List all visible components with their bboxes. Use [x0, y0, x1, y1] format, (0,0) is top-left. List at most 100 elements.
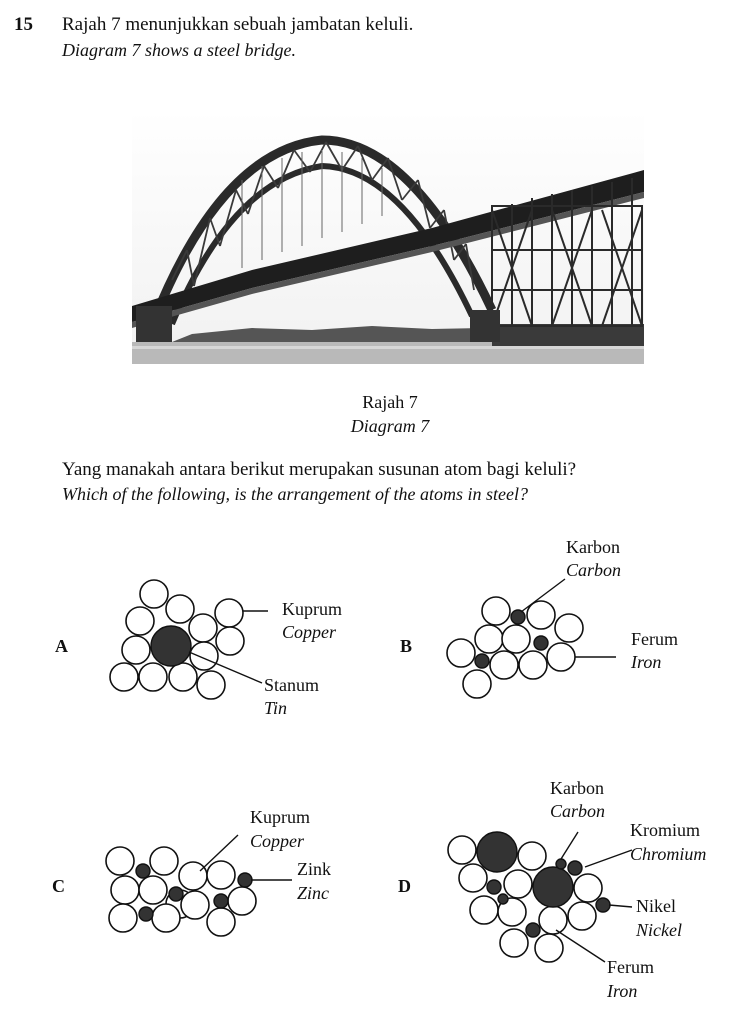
atom-carbon: [497, 893, 509, 905]
label-zink: Zink: [297, 859, 331, 879]
option-d-letter: D: [398, 876, 411, 896]
atom-iron: [446, 638, 476, 668]
label-carbon: Carbon: [566, 560, 622, 580]
atom-zinc: [168, 886, 184, 902]
atom-copper: [178, 861, 208, 891]
atom-nickel: [595, 897, 611, 913]
atom-copper: [121, 635, 151, 665]
atom-copper: [206, 860, 236, 890]
atom-iron: [503, 869, 533, 899]
atom-iron: [538, 905, 568, 935]
atom-iron: [497, 897, 527, 927]
atom-iron: [518, 650, 548, 680]
leader-line: [188, 651, 263, 684]
atom-zinc: [213, 893, 229, 909]
question-intro-english: Diagram 7 shows a steel bridge.: [62, 40, 296, 60]
atom-zinc: [138, 906, 154, 922]
label-nickel: Nickel: [636, 920, 682, 940]
atom-carbon: [510, 609, 526, 625]
label-kuprum: Kuprum: [282, 599, 342, 619]
atom-copper: [125, 606, 155, 636]
atom-copper: [138, 875, 168, 905]
atom-carbon: [533, 635, 549, 651]
atom-iron: [481, 596, 511, 626]
label-copper: Copper: [282, 622, 336, 642]
atom-copper: [168, 662, 198, 692]
atom-zinc: [237, 872, 253, 888]
diagram-caption-english: Diagram 7: [350, 416, 430, 436]
atom-iron: [534, 933, 564, 963]
atom-carbon: [555, 858, 567, 870]
label-copper: Copper: [250, 831, 304, 851]
atom-chromium: [476, 831, 518, 873]
atom-iron: [462, 669, 492, 699]
option-c-letter: C: [52, 876, 65, 896]
question-prompt-english: Which of the following, is the arrangeme…: [62, 484, 528, 504]
atom-zinc: [135, 863, 151, 879]
leader-line: [520, 578, 566, 613]
label-iron: Iron: [607, 981, 638, 1001]
label-carbon: Carbon: [550, 801, 606, 821]
atom-copper: [215, 626, 245, 656]
label-chromium: Chromium: [630, 844, 707, 864]
atom-iron: [546, 642, 576, 672]
atom-copper: [196, 670, 226, 700]
label-nikel: Nikel: [636, 896, 676, 916]
atom-copper: [227, 886, 257, 916]
atom-copper: [189, 641, 219, 671]
atom-copper: [206, 907, 236, 937]
label-tin: Tin: [264, 698, 288, 718]
leader-line: [555, 929, 606, 963]
atom-chromium: [532, 866, 574, 908]
leader-line: [560, 831, 579, 860]
steel-bridge-image: [132, 110, 644, 364]
atom-carbon: [474, 653, 490, 669]
leader-line: [584, 849, 633, 868]
atom-nickel: [525, 922, 541, 938]
atom-iron: [501, 624, 531, 654]
label-zinc: Zinc: [297, 883, 330, 903]
label-ferum: Ferum: [607, 957, 654, 977]
atom-copper: [138, 662, 168, 692]
atom-copper: [151, 903, 181, 933]
atom-iron: [499, 928, 529, 958]
label-kromium: Kromium: [630, 820, 700, 840]
question-prompt-malay: Yang manakah antara berikut merupakan su…: [62, 459, 577, 480]
atom-copper: [110, 875, 140, 905]
atom-copper: [139, 579, 169, 609]
label-ferum: Ferum: [631, 629, 678, 649]
atom-iron: [567, 901, 597, 931]
atom-copper: [105, 846, 135, 876]
atom-copper: [109, 662, 139, 692]
atom-copper: [149, 846, 179, 876]
atom-iron: [526, 600, 556, 630]
atom-copper: [214, 598, 244, 628]
atom-iron: [517, 841, 547, 871]
atom-nickel: [486, 879, 502, 895]
atom-copper: [180, 890, 210, 920]
atom-iron: [489, 650, 519, 680]
label-karbon: Karbon: [550, 778, 604, 798]
leader-line: [608, 904, 633, 908]
leader-line: [199, 834, 239, 872]
atom-copper: [165, 594, 195, 624]
atom-tin: [150, 625, 192, 667]
atom-iron: [469, 895, 499, 925]
label-stanum: Stanum: [264, 675, 320, 695]
option-a-letter: A: [55, 636, 68, 656]
atom-nickel: [567, 860, 583, 876]
label-iron: Iron: [631, 652, 662, 672]
atom-iron: [447, 835, 477, 865]
atom-copper: [188, 613, 218, 643]
atom-copper: [108, 903, 138, 933]
label-kuprum: Kuprum: [250, 807, 310, 827]
option-b-letter: B: [400, 636, 413, 656]
diagram-caption-malay: Rajah 7: [362, 392, 418, 412]
question-number: 15: [14, 14, 33, 35]
atom-iron: [474, 624, 504, 654]
atom-iron: [554, 613, 584, 643]
atom-iron: [573, 873, 603, 903]
label-karbon: Karbon: [566, 537, 620, 557]
atom-iron: [458, 863, 488, 893]
